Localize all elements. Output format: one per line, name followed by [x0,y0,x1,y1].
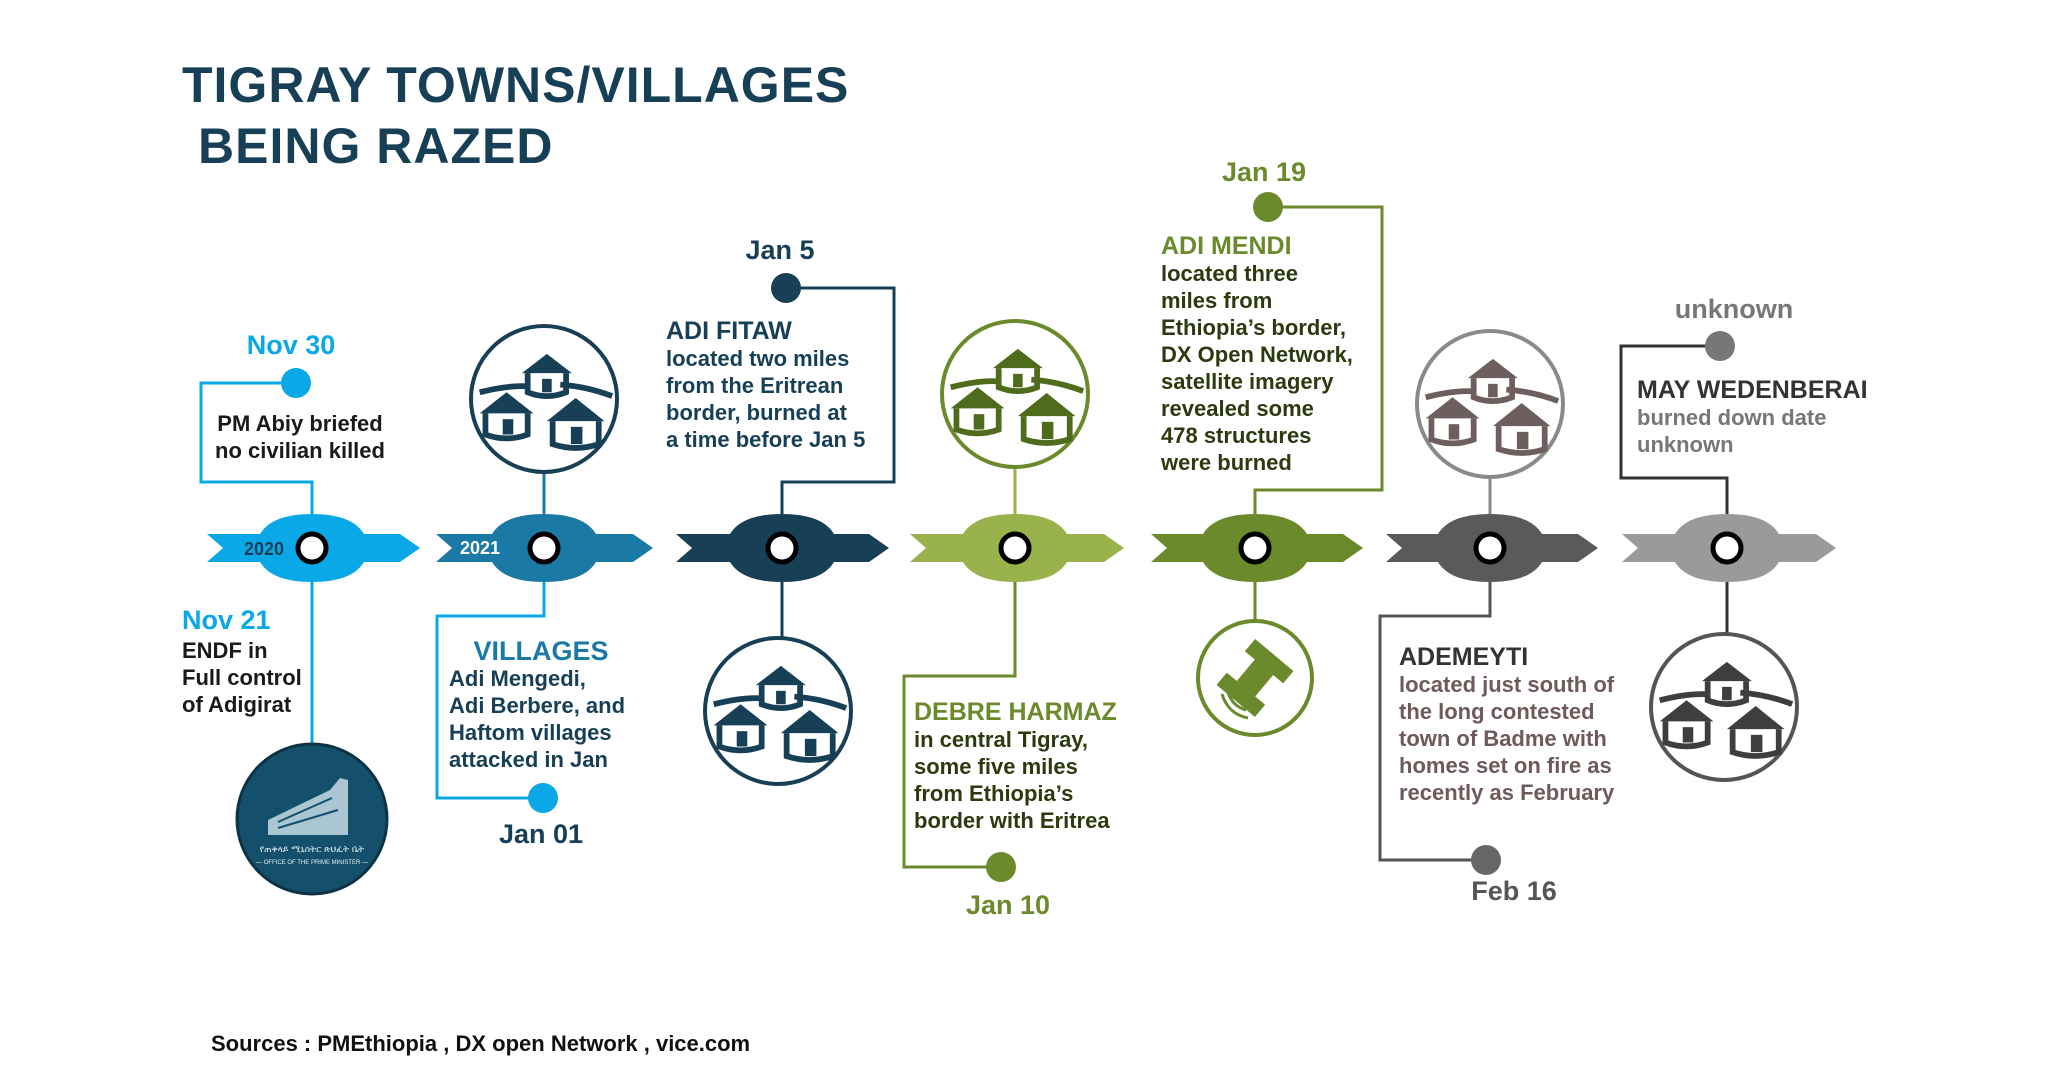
satellite-icon [1196,619,1314,737]
text-line: located three [1161,261,1298,286]
event-dot [281,368,311,398]
event-dot [1705,331,1735,361]
event-date-jan01: Jan 01 [498,819,584,849]
connector-line [435,582,546,800]
text-line: unknown [1637,432,1734,457]
event-text-nov21: ENDF in Full control of Adigirat [182,637,302,718]
text-line: a time before Jan 5 [666,427,866,452]
text-line: Full control [182,665,302,690]
text-line: 478 structures [1161,423,1312,448]
year-2021-label: 2021 [460,538,500,558]
timeline-node [998,531,1032,565]
event-date-nov21: Nov 21 [182,605,271,635]
text-line: no civilian killed [215,438,385,463]
text-line: attacked in Jan [449,747,608,772]
text-line: from the Eritrean [666,373,844,398]
timeline-node [765,531,799,565]
text-line: Adi Berbere, and [449,693,626,718]
village-icon-3 [940,319,1090,469]
village-icon-5 [1649,632,1799,782]
timeline-node [1238,531,1272,565]
event-date-unknown: unknown [1674,294,1794,324]
event-date-jan19: Jan 19 [1221,157,1307,187]
timeline-segment-6 [1386,514,1598,582]
text-line: Adi Mengedi, [449,666,586,691]
village-icon-4 [1415,329,1565,479]
event-text-feb16: located just south of the long contested… [1399,671,1614,806]
event-dot [1253,192,1283,222]
timeline-node [1710,531,1744,565]
text-line: revealed some [1161,396,1314,421]
timeline-segment-7 [1622,514,1836,582]
timeline-node [527,531,561,565]
page-title-line1: TIGRAY TOWNS/VILLAGES [182,57,850,113]
event-dot [528,783,558,813]
text-line: of Adigirat [182,692,292,717]
event-text-jan19: located three miles from Ethiopia’s bord… [1161,260,1353,476]
text-line: from Ethiopia’s [914,781,1074,806]
svg-text:— OFFICE OF THE PRIME MINISTER: — OFFICE OF THE PRIME MINISTER — [256,860,368,866]
village-icon-1 [469,324,619,474]
text-line: ENDF in [182,638,268,663]
connector-line [780,286,896,514]
village-icon-2 [703,636,853,786]
timeline-segment-4 [910,514,1124,582]
text-line: DX Open Network, [1161,342,1353,367]
event-dot [986,852,1016,882]
connector-line [902,582,1017,869]
text-line: satellite imagery [1161,369,1334,394]
text-line: some five miles [914,754,1078,779]
connector-line [1253,205,1384,514]
event-date-jan5: Jan 5 [745,235,815,265]
event-text-nov30: PM Abiy briefed no civilian killed [215,410,385,464]
text-line: border with Eritrea [914,808,1110,833]
connector-line [1378,582,1492,862]
text-line: town of Badme with [1399,726,1607,751]
event-date-nov30: Nov 30 [246,330,336,360]
text-line: located just south of [1399,672,1615,697]
page-title-line2: BEING RAZED [198,118,554,174]
event-text-jan01: Adi Mengedi, Adi Berbere, and Haftom vil… [449,665,625,773]
timeline-segment-3 [676,514,889,582]
timeline-node [295,531,329,565]
event-heading-debre-harmaz: DEBRE HARMAZ [914,698,1117,726]
text-line: Ethiopia’s border, [1161,315,1346,340]
event-heading-may-wedenberai: MAY WEDENBERAI [1637,376,1868,404]
event-text-jan5: located two miles from the Eritrean bord… [666,345,865,453]
event-dot [771,273,801,303]
event-heading-ademeyti: ADEMEYTI [1399,643,1529,671]
text-line: the long contested [1399,699,1595,724]
event-text-unknown: burned down date unknown [1637,404,1826,458]
timeline-node [1473,531,1507,565]
event-heading-adi-mendi: ADI MENDI [1161,232,1292,260]
event-heading-adi-fitaw: ADI FITAW [666,317,792,345]
connector-line [1619,344,1729,514]
timeline-segment-5 [1151,514,1363,582]
event-date-jan10: Jan 10 [965,890,1051,920]
timeline-segment-2 [436,514,653,582]
text-line: were burned [1161,450,1292,475]
pm-office-logo: የጠቅላይ ሚኒስትር ጽህፈት ቤት — OFFICE OF THE PRIM… [235,742,389,896]
year-2020-label: 2020 [244,539,284,559]
text-line: located two miles [666,346,850,371]
text-line: burned down date [1637,405,1827,430]
sources-note: Sources : PMEthiopia , DX open Network ,… [211,1031,751,1056]
text-line: in central Tigray, [914,727,1089,752]
event-dot [1471,845,1501,875]
connector-line [199,381,314,514]
text-line: PM Abiy briefed [217,411,383,436]
svg-text:የጠቅላይ ሚኒስትር ጽህፈት ቤት: የጠቅላይ ሚኒስትር ጽህፈት ቤት [260,845,364,855]
text-line: Haftom villages [449,720,612,745]
text-line: homes set on fire as [1399,753,1612,778]
event-text-jan10: in central Tigray, some five miles from … [914,726,1110,834]
text-line: recently as February [1399,780,1615,805]
timeline-segment-1 [207,514,420,582]
event-heading-villages: VILLAGES [473,636,609,666]
text-line: border, burned at [666,400,847,425]
text-line: miles from [1161,288,1273,313]
event-date-feb16: Feb 16 [1471,876,1557,906]
